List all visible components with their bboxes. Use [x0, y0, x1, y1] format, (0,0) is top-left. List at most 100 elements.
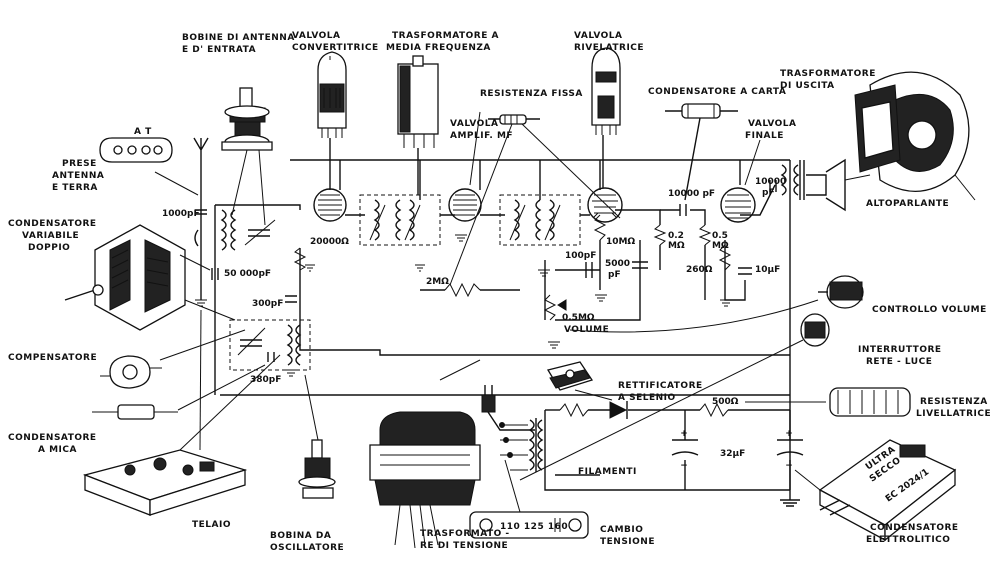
output-transformer-symbol [780, 158, 846, 212]
label-loudspeaker: ALTOPARLANTE [866, 199, 949, 209]
value-10mohm: 10MΩ [606, 237, 635, 247]
power-transformer-picture [369, 411, 481, 549]
label-detector-tube-2: RIVELATRICE [574, 43, 644, 53]
label-if-amp-tube-2: AMPLIF. MF [450, 131, 513, 141]
label-if-transformer-1: TRASFORMATORE A [392, 31, 499, 41]
label-variable-cap-2: VARIABILE [22, 231, 79, 241]
label-output-transformer-2: DI USCITA [780, 81, 835, 91]
value-5000-2: pF [608, 270, 621, 280]
power-transformer-winding [499, 418, 544, 472]
value-260ohm: 260Ω [686, 265, 713, 275]
leader-lines [179, 56, 761, 381]
final-tube-symbol [720, 187, 756, 223]
label-at: A T [134, 127, 152, 137]
label-if-amp-tube-1: VALVOLA [450, 119, 498, 129]
value-10000pf-b-1: 10000 [755, 177, 786, 187]
variable-capacitor-picture [64, 224, 236, 331]
if-transformer-picture [397, 55, 439, 195]
label-variable-cap-3: DOPPIO [28, 243, 70, 253]
label-chassis: TELAIO [192, 520, 231, 530]
svg-text:+: + [785, 429, 793, 439]
value-05mohm-b-1: 0.5 [712, 231, 728, 241]
coupling-capacitors [211, 180, 777, 303]
label-power-transformer-1: TRASFORMATO - [420, 529, 510, 539]
label-mica-cap-2: A MICA [38, 445, 77, 455]
volume-pot-picture [569, 275, 864, 333]
mica-capacitor-picture [92, 364, 266, 420]
label-volume-control: CONTROLLO VOLUME [872, 305, 987, 315]
electrolytic-capacitors-32uf: + − + − [671, 429, 804, 471]
converter-tube-symbol [313, 188, 347, 222]
label-antenna-coils-2: E D' ENTRATA [182, 45, 256, 55]
schematic-resistors [293, 214, 732, 321]
paper-capacitor-picture [665, 103, 738, 201]
value-2mohm: 2MΩ [426, 277, 449, 287]
antenna-earth-socket-picture [99, 137, 199, 196]
value-50000pf: 50 000pF [224, 269, 271, 279]
label-antenna-coils-1: BOBINE DI ANTENNA [182, 33, 295, 43]
value-02mohm-1: 0.2 [668, 231, 684, 241]
selenium-rectifier-diode [609, 401, 628, 419]
mains-switch-picture [519, 313, 830, 481]
fixed-resistor-picture [449, 114, 621, 286]
label-converter-tube-1: VALVOLA [292, 31, 340, 41]
value-10000pf-a: 10000 pF [668, 189, 715, 199]
label-converter-tube-2: CONVERTITRICE [292, 43, 379, 53]
label-fixed-resistor: RESISTENZA FISSA [480, 89, 583, 99]
label-final-tube-2: FINALE [745, 131, 784, 141]
detector-tube-picture [591, 47, 621, 188]
label-output-transformer-1: TRASFORMATORE [780, 69, 876, 79]
label-compensator: COMPENSATORE [8, 353, 97, 363]
label-oscillator-coil-2: OSCILLATORE [270, 543, 344, 553]
oscillator-coil-symbol [229, 319, 311, 371]
selenium-rectifier-picture [546, 361, 613, 401]
value-300pf: 300pF [252, 299, 283, 309]
label-leveling-resistor-2: LIVELLATRICE [916, 409, 991, 419]
label-voltage-change-2: TENSIONE [600, 537, 655, 547]
label-electrolytic-2: ELETTROLITICO [866, 535, 950, 545]
svg-text:+: + [680, 429, 688, 439]
loudspeaker-picture [844, 71, 976, 201]
chassis-picture [82, 309, 281, 516]
label-mains-switch-2: RETE - LUCE [866, 357, 932, 367]
label-detector-tube-1: VALVOLA [574, 31, 622, 41]
label-voltage-change-1: CAMBIO [600, 525, 643, 535]
compensator-picture [100, 329, 246, 389]
value-05mohm: 0.5MΩ [562, 313, 595, 323]
value-05mohm-b-2: MΩ [712, 241, 729, 251]
if-transformer-2-symbol [499, 194, 581, 246]
label-if-transformer-2: MEDIA FREQUENZA [386, 43, 491, 53]
main-wiring [193, 137, 800, 507]
label-sockets-1: PRESE [62, 159, 97, 169]
value-5000-1: 5000 [605, 259, 630, 269]
antenna-symbol [193, 137, 209, 205]
detector-tube-symbol [587, 187, 623, 223]
leveling-resistor-picture [745, 387, 911, 417]
electrolytic-capacitor-picture [794, 439, 957, 542]
label-mains-switch-1: INTERRUTTORE [858, 345, 942, 355]
value-500ohm: 500Ω [712, 397, 739, 407]
antenna-coils-picture [221, 87, 273, 226]
if-transformer-1-symbol [359, 194, 441, 246]
value-380pf: 380pF [250, 375, 281, 385]
converter-tube-picture [317, 51, 347, 190]
value-10000pf-b-2: pF [762, 188, 775, 198]
label-mica-cap-1: CONDENSATORE [8, 433, 97, 443]
svg-text:−: − [785, 461, 793, 471]
label-power-transformer-2: RE DI TENSIONE [420, 541, 508, 551]
oscillator-coil-picture [298, 374, 336, 499]
value-20000ohm: 20000Ω [310, 237, 349, 247]
label-final-tube-1: VALVOLA [748, 119, 796, 129]
value-32uf: 32µF [720, 449, 745, 459]
label-leveling-resistor-1: RESISTENZA [920, 397, 988, 407]
value-1000pf: 1000pF [162, 209, 200, 219]
value-02mohm-2: MΩ [668, 241, 685, 251]
label-paper-capacitor: CONDENSATORE A CARTA [648, 87, 786, 97]
label-electrolytic-1: CONDENSATORE [870, 523, 959, 533]
value-100pf: 100pF [565, 251, 596, 261]
label-voltage-values: 110 125 160 [500, 522, 568, 532]
label-sockets-3: E TERRA [52, 183, 98, 193]
svg-text:−: − [680, 461, 688, 471]
